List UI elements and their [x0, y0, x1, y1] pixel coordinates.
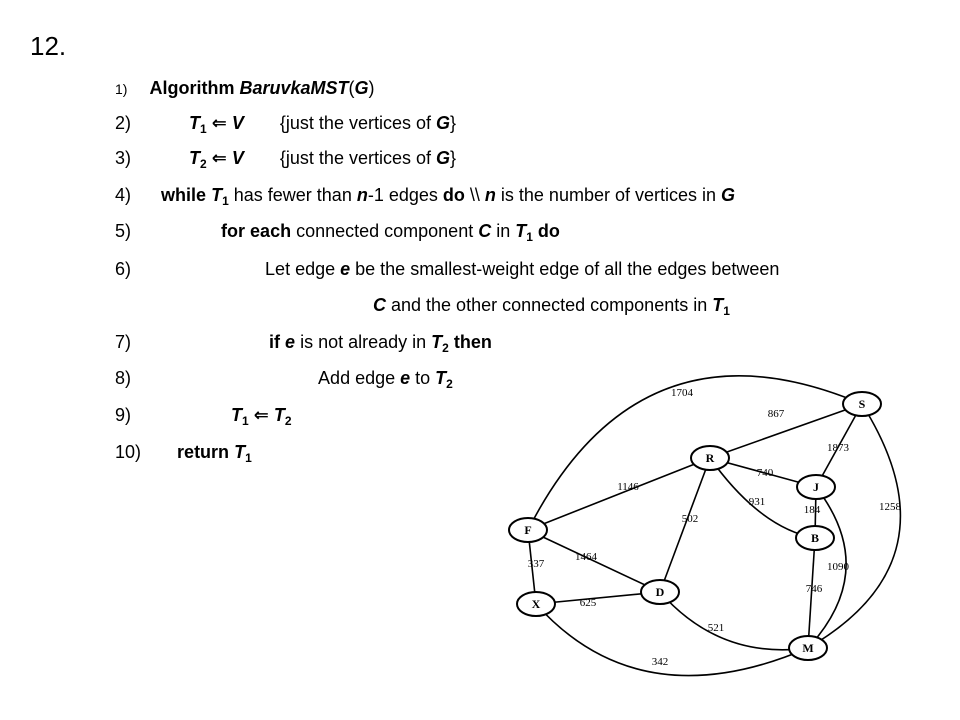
- algorithm-line-3: 3) T2 ⇐ V {just the vertices of G}: [115, 148, 457, 171]
- algorithm-line-10: 10) return T1: [115, 442, 252, 465]
- line-number: 1): [115, 81, 128, 97]
- line-number: 9): [115, 405, 132, 425]
- edge-weight-label: 746: [806, 583, 823, 595]
- edge-r-d: [659, 457, 711, 593]
- edge-weight-label: 1873: [827, 442, 850, 454]
- vertex-node: [788, 635, 828, 661]
- vertex-label: S: [859, 397, 866, 411]
- edge-b-m: [807, 537, 816, 649]
- edge-weight-label: 867: [768, 408, 785, 420]
- algorithm-line-1: 1) Algorithm BaruvkaMST(G): [115, 78, 375, 98]
- vertex-node: [508, 517, 548, 543]
- vertex-label: M: [802, 641, 813, 655]
- edge-r-s: [709, 403, 863, 459]
- edge-weight-label: 337: [528, 558, 545, 570]
- line-number: 10): [115, 442, 142, 462]
- line-number: 2): [115, 113, 132, 133]
- line-number: 7): [115, 332, 132, 352]
- edge-d-m: [659, 591, 809, 651]
- algorithm-line-7: 7) if e is not already in T2 then: [115, 332, 492, 355]
- vertex-node: [795, 525, 835, 551]
- vertices-layer: S R J B F D X M: [508, 391, 882, 661]
- algorithm-line-4: 4) while T1 has fewer than n-1 edges do …: [115, 185, 736, 208]
- edge-weight-label: 342: [652, 656, 669, 668]
- vertex-node: [516, 591, 556, 617]
- line-number: 6): [115, 259, 132, 279]
- algorithm-line-6-continued: C and the other connected components in …: [373, 295, 730, 318]
- graph-arg: G: [354, 78, 369, 98]
- edges-layer: 1704 867 1873 1258 1146 740 931 502 184 1090 746 14…: [527, 375, 902, 677]
- vertex-node: [842, 391, 882, 417]
- edge-x-d: [535, 591, 661, 605]
- algorithm-line-8: 8) Add edge e to T2: [115, 368, 453, 391]
- edge-weight-label: 1090: [827, 561, 850, 573]
- edge-weight-label: 740: [757, 467, 774, 479]
- vertex-j: J: [796, 474, 836, 500]
- vertex-x: X: [516, 591, 556, 617]
- edge-weight-label: 1464: [575, 551, 598, 563]
- line-number: 5): [115, 221, 132, 241]
- edge-weight-label: 1258: [879, 501, 902, 513]
- line-number: 3): [115, 148, 132, 168]
- vertex-b: B: [795, 525, 835, 551]
- vertex-label: J: [813, 480, 819, 494]
- vertex-f: F: [508, 517, 548, 543]
- edge-weight-label: 625: [580, 597, 597, 609]
- edge-weight-label: 931: [749, 496, 766, 508]
- keyword-algorithm: Algorithm: [149, 78, 240, 98]
- edge-x-m: [535, 603, 809, 677]
- edge-weight-label: 1146: [617, 481, 639, 493]
- comment: {just the vertices of: [279, 148, 436, 168]
- vertex-label: F: [524, 523, 531, 537]
- edge-j-s: [815, 403, 863, 488]
- vertex-m: M: [788, 635, 828, 661]
- algorithm-line-2: 2) T1 ⇐ V {just the vertices of G}: [115, 113, 457, 136]
- assign-arrow-icon: ⇐: [211, 148, 227, 168]
- algorithm-line-5: 5) for each connected component C in T1 …: [115, 221, 560, 244]
- vertex-label: D: [656, 585, 665, 599]
- algorithm-line-9: 9) T1 ⇐ T2: [115, 405, 292, 428]
- edge-f-d: [527, 529, 661, 593]
- vertex-node: [690, 445, 730, 471]
- vertex-s: S: [842, 391, 882, 417]
- comment: \\: [464, 185, 485, 205]
- vertex-node: [796, 474, 836, 500]
- edge-weight-label: 184: [804, 504, 821, 516]
- comment: {just the vertices of: [279, 113, 436, 133]
- edge-f-r: [527, 457, 711, 531]
- edge-weight-label: 502: [682, 513, 699, 525]
- edge-j-m: [807, 486, 847, 649]
- algorithm-name: BaruvkaMST: [239, 78, 349, 98]
- edge-s-m: [807, 403, 902, 649]
- vertex-label: R: [706, 451, 715, 465]
- assign-arrow-icon: ⇐: [211, 113, 227, 133]
- assign-arrow-icon: ⇐: [253, 405, 269, 425]
- edge-weight-label: 1704: [671, 387, 694, 399]
- vertex-r: R: [690, 445, 730, 471]
- edge-weight-label: 521: [708, 622, 725, 634]
- slide-number: 12.: [30, 31, 67, 61]
- vertex-label: B: [811, 531, 819, 545]
- vertex-node: [640, 579, 680, 605]
- line-number: 4): [115, 185, 132, 205]
- line-number: 8): [115, 368, 132, 388]
- vertex-label: X: [532, 597, 541, 611]
- algorithm-line-6: 6) Let edge e be the smallest-weight edg…: [115, 259, 780, 279]
- vertex-d: D: [640, 579, 680, 605]
- edge-f-s: [527, 375, 863, 531]
